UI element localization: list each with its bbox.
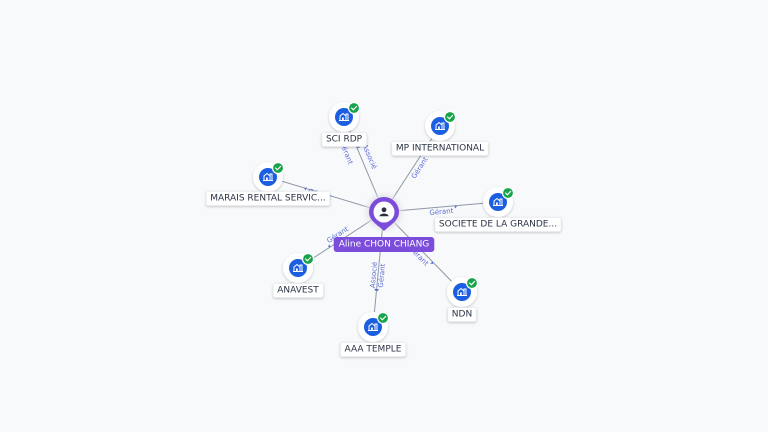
person-node[interactable]: Aline CHON CHIANG [333,190,435,252]
company-icon [493,197,503,206]
company-node-mp-international[interactable]: MP INTERNATIONAL [391,110,489,156]
company-node-marais-rental[interactable]: MARAIS RENTAL SERVIC... [205,161,331,206]
company-label: SCI RDP [321,132,367,147]
edge-label: Gérant [377,263,387,288]
check-icon [347,101,361,115]
company-label: SOCIETE DE LA GRANDE... [434,217,562,232]
edge-arrow [304,187,307,191]
check-icon [301,252,315,266]
company-name: NDN [452,310,472,320]
company-icon-bg [335,108,353,126]
company-icon [263,172,273,181]
company-icon [293,263,303,272]
company-icon [457,287,467,296]
company-icon-bg [431,117,449,135]
nodes-layer: SCI RDP MP INTERNATIONAL MARAIS RENTAL SER… [205,101,562,357]
center-layer: Aline CHON CHIANG [333,190,435,252]
company-name: AAA TEMPLE [345,345,402,355]
company-name: ANAVEST [277,286,319,296]
company-icon [435,121,445,130]
person-name: Aline CHON CHIANG [339,240,430,250]
company-icon-bg [289,259,307,277]
edge-label: Associé [361,143,379,170]
company-node-anavest[interactable]: ANAVEST [272,252,324,298]
check-icon [376,311,390,325]
edge-label: Gérant [429,207,454,217]
company-node-societe-grande[interactable]: SOCIETE DE LA GRANDE... [434,186,562,232]
company-name: MARAIS RENTAL SERVIC... [210,194,326,204]
edge-arrow [374,288,378,292]
company-node-aaa-temple[interactable]: AAA TEMPLE [340,311,407,357]
company-label: AAA TEMPLE [340,342,407,357]
check-icon [443,110,457,124]
check-icon [501,186,515,200]
company-icon-bg [364,318,382,336]
person-icon [379,207,389,217]
company-name: MP INTERNATIONAL [396,144,484,154]
company-node-sci-rdp[interactable]: SCI RDP [321,101,367,147]
company-icon [368,322,378,331]
edge-label: Associé [369,261,379,288]
company-icon [339,112,349,121]
edge-arrow [454,205,457,209]
person-label: Aline CHON CHIANG [333,237,435,252]
company-icon-bg [489,193,507,211]
company-label: MP INTERNATIONAL [391,141,489,156]
edge-arrow [430,261,434,265]
check-icon [465,276,479,290]
check-icon [271,161,285,175]
company-name: SOCIETE DE LA GRANDE... [439,220,557,230]
company-node-ndn[interactable]: NDN [447,276,479,322]
company-label: MARAIS RENTAL SERVIC... [205,191,331,206]
company-label: NDN [447,307,477,322]
company-label: ANAVEST [272,283,324,298]
company-icon-bg [259,168,277,186]
company-icon-bg [453,283,471,301]
edge-arrow [328,244,331,248]
company-name: SCI RDP [326,135,363,145]
